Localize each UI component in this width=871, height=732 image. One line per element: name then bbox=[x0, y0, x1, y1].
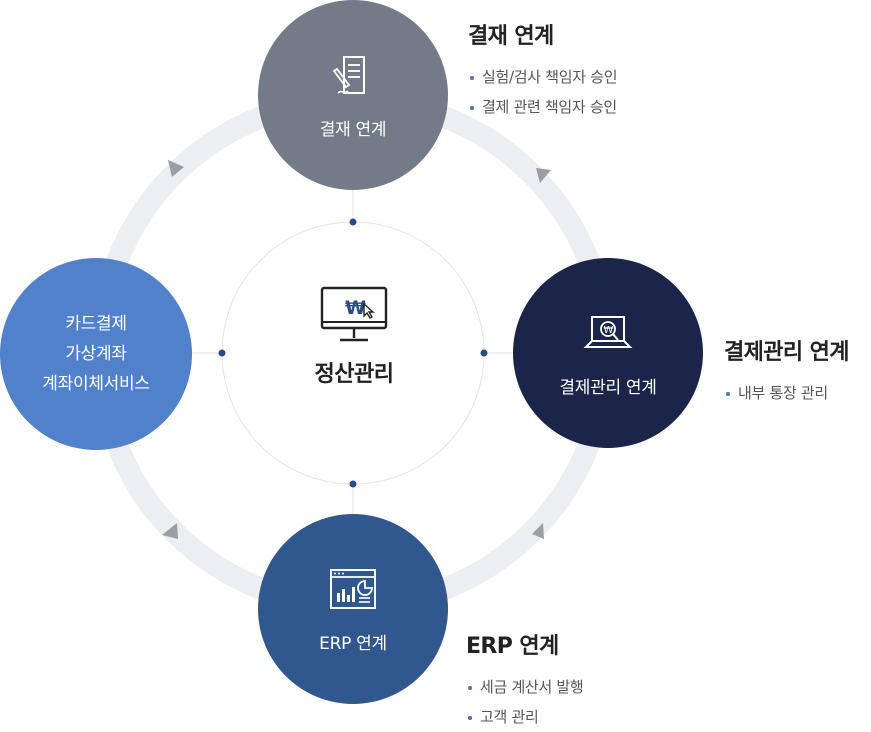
list-item: 내부 통장 관리 bbox=[724, 378, 849, 408]
arrow-top-right-icon bbox=[536, 168, 551, 183]
node-payment-management-label: 결제관리 연계 bbox=[559, 377, 657, 398]
list-item: 결제 관련 책임자 승인 bbox=[468, 92, 617, 122]
node-left-line-card: 카드결제 bbox=[65, 314, 127, 334]
laptop-won-search-icon: ₩ bbox=[583, 315, 633, 348]
arrow-bottom-left-icon bbox=[162, 523, 178, 539]
node-payment-methods: 카드결제 가상계좌 계좌이체서비스 bbox=[0, 258, 192, 450]
node-payment-management: ₩ 결제관리 연계 bbox=[513, 258, 703, 448]
center-label-group: ₩ 정산관리 bbox=[264, 284, 444, 414]
info-payment-management-title: 결제관리 연계 bbox=[724, 340, 850, 365]
info-erp-title: ERP 연계 bbox=[466, 634, 559, 659]
browser-chart-icon bbox=[330, 568, 376, 609]
node-left-line-virtual-account: 가상계좌 bbox=[65, 344, 127, 364]
list-item: 실험/검사 책임자 승인 bbox=[468, 62, 618, 92]
info-erp: ERP 연계 세금 계산서 발행 고객 관리 bbox=[466, 628, 584, 732]
svg-text:₩: ₩ bbox=[604, 325, 614, 336]
info-payment-management: 결제관리 연계 내부 통장 관리 bbox=[724, 334, 850, 408]
arrow-bottom-right-icon bbox=[532, 523, 544, 539]
info-approval: 결재 연계 실험/검사 책임자 승인 결제 관련 책임자 승인 bbox=[468, 18, 618, 122]
node-approval: 결재 연계 bbox=[258, 0, 448, 190]
center-title: 정산관리 bbox=[314, 362, 394, 387]
node-left-line-transfer: 계좌이체서비스 bbox=[42, 374, 150, 394]
document-pen-icon bbox=[332, 55, 365, 94]
info-approval-title: 결재 연계 bbox=[468, 24, 554, 49]
svg-text:₩: ₩ bbox=[345, 297, 366, 319]
connector-dot-right bbox=[480, 349, 488, 357]
node-erp: ERP 연계 bbox=[258, 514, 448, 704]
monitor-won-cursor-icon: ₩ bbox=[320, 286, 388, 342]
connector-dot-top bbox=[349, 218, 357, 226]
connector-dot-bottom bbox=[349, 480, 357, 488]
list-item: 세금 계산서 발행 bbox=[466, 672, 584, 702]
node-erp-label: ERP 연계 bbox=[319, 633, 387, 654]
arrow-top-left-icon bbox=[168, 160, 184, 177]
list-item: 고객 관리 bbox=[466, 702, 583, 732]
info-payment-management-list: 내부 통장 관리 bbox=[724, 378, 849, 408]
info-erp-list: 세금 계산서 발행 고객 관리 bbox=[466, 672, 584, 732]
info-approval-list: 실험/검사 책임자 승인 결제 관련 책임자 승인 bbox=[468, 62, 618, 122]
node-approval-label: 결재 연계 bbox=[319, 119, 387, 140]
connector-dot-left bbox=[218, 349, 226, 357]
